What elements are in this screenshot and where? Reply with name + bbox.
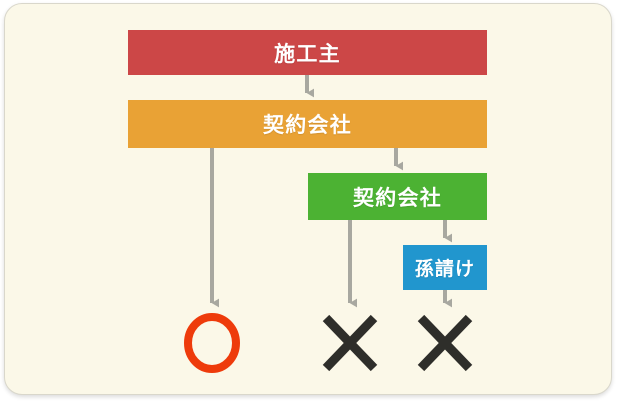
ng-cross-icon-contract2 <box>322 314 378 372</box>
node-contract-company-primary[interactable]: 契約会社 <box>128 100 487 148</box>
node-owner[interactable]: 施工主 <box>128 30 487 75</box>
node-sub-subcontractor[interactable]: 孫請け <box>403 245 487 290</box>
node-contract-company-secondary[interactable]: 契約会社 <box>308 173 487 220</box>
ok-circle-icon <box>184 313 240 373</box>
ng-cross-icon-sub <box>417 314 473 372</box>
